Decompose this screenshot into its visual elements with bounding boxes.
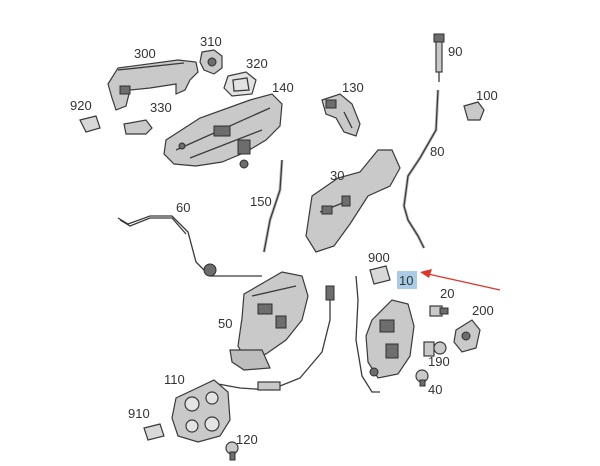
part-150-rod xyxy=(262,159,284,253)
label-330: 330 xyxy=(150,100,172,115)
label-110: 110 xyxy=(164,372,185,387)
label-20: 20 xyxy=(440,286,454,301)
label-30: 30 xyxy=(330,168,344,183)
part-310-clip xyxy=(199,49,223,75)
label-200: 200 xyxy=(472,303,494,318)
label-60: 60 xyxy=(176,200,190,215)
label-320: 320 xyxy=(246,56,268,71)
highlight-box-10 xyxy=(397,271,417,289)
label-120: 120 xyxy=(236,432,258,447)
label-150: 150 xyxy=(250,194,272,209)
label-300: 300 xyxy=(134,46,156,61)
label-10: 10 xyxy=(399,273,413,288)
part-20-bolt xyxy=(429,305,449,317)
label-50: 50 xyxy=(218,316,232,331)
part-60-cable xyxy=(117,215,262,277)
part-120-screw xyxy=(225,441,239,461)
part-80-rod xyxy=(402,89,440,249)
cable-bowden xyxy=(217,285,335,391)
label-190: 190 xyxy=(428,354,450,369)
part-130-bracket xyxy=(321,93,361,137)
label-910: 910 xyxy=(128,406,150,421)
part-300-outer-handle xyxy=(107,59,199,111)
label-100: 100 xyxy=(476,88,498,103)
part-140-carrier xyxy=(163,93,283,169)
label-130: 130 xyxy=(342,80,364,95)
part-900-pad xyxy=(369,265,391,285)
red-arrow xyxy=(420,269,501,291)
part-320-gasket xyxy=(223,71,257,97)
part-920-pad xyxy=(79,115,101,133)
part-330-cap xyxy=(123,119,153,135)
label-140: 140 xyxy=(272,80,294,95)
part-30-inner-panel xyxy=(305,149,401,253)
part-40-screw xyxy=(415,369,429,387)
label-80: 80 xyxy=(430,144,444,159)
label-900: 900 xyxy=(368,250,390,265)
label-920: 920 xyxy=(70,98,92,113)
part-200-striker xyxy=(453,319,481,353)
label-90: 90 xyxy=(448,44,462,59)
part-910-pad xyxy=(143,423,165,441)
label-40: 40 xyxy=(428,382,442,397)
part-110-actuator xyxy=(171,379,231,443)
label-310: 310 xyxy=(200,34,222,49)
part-100-grommet xyxy=(463,101,485,121)
part-10-door-lock xyxy=(355,275,415,393)
part-90-lock-rod xyxy=(433,33,445,82)
part-190-screw xyxy=(423,341,447,357)
part-50-lock-housing xyxy=(229,271,309,371)
